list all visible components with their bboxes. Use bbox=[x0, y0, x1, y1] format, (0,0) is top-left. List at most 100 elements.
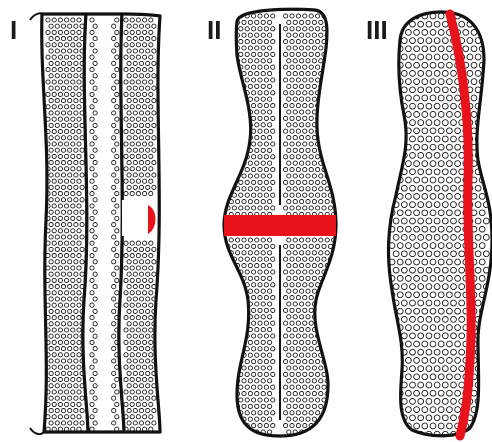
pore-dot bbox=[483, 333, 489, 339]
pore-dot bbox=[226, 27, 230, 31]
pore-dot bbox=[328, 65, 332, 69]
pore-dot bbox=[332, 136, 336, 140]
pore-dot bbox=[389, 62, 395, 68]
panel-label-ii: II bbox=[207, 15, 221, 45]
pore-dot bbox=[328, 155, 332, 159]
pore-dot bbox=[328, 27, 332, 31]
pore-dot bbox=[226, 129, 230, 133]
pore-dot bbox=[475, 431, 481, 437]
pore-dot bbox=[226, 411, 230, 415]
pore-dot bbox=[332, 276, 336, 280]
pore-dot bbox=[389, 112, 395, 118]
pore-dot bbox=[232, 104, 236, 108]
pore-dot bbox=[328, 334, 332, 338]
pore-dot bbox=[325, 276, 329, 280]
pore-dot bbox=[328, 411, 332, 415]
pore-dot bbox=[332, 289, 336, 293]
pore-dot bbox=[332, 161, 336, 165]
pore-dot bbox=[242, 136, 246, 140]
pore-dot bbox=[319, 110, 323, 114]
pore-dot bbox=[325, 136, 329, 140]
pore-dot bbox=[325, 289, 329, 293]
pore-dot bbox=[393, 169, 399, 175]
pore-dot bbox=[483, 415, 489, 421]
pore-dot bbox=[236, 276, 240, 280]
pore-dot bbox=[239, 321, 243, 325]
panel-label-i: I bbox=[10, 15, 17, 45]
pore-dot bbox=[232, 411, 236, 415]
pore-dot bbox=[236, 148, 240, 152]
pore-dot bbox=[332, 84, 336, 88]
pore-dot bbox=[479, 128, 485, 134]
pore-dot bbox=[236, 136, 240, 140]
pore-dot bbox=[328, 372, 332, 376]
pore-dot bbox=[236, 110, 240, 114]
pore-dot bbox=[236, 161, 240, 165]
pore-dot bbox=[393, 415, 399, 421]
pore-dot bbox=[229, 110, 233, 114]
pore-dot bbox=[328, 78, 332, 82]
pore-dot bbox=[229, 404, 233, 408]
pore-dot bbox=[332, 20, 336, 24]
pore-dot bbox=[483, 382, 489, 388]
pore-dot bbox=[226, 257, 230, 261]
pore-dot bbox=[397, 423, 403, 429]
pore-dot bbox=[236, 328, 240, 332]
pore-dot bbox=[393, 431, 399, 437]
pore-dot bbox=[229, 276, 233, 280]
pore-dot bbox=[332, 110, 336, 114]
pore-dot bbox=[479, 341, 485, 347]
panel-label-iii: III bbox=[366, 15, 388, 45]
pore-dot bbox=[319, 302, 323, 306]
pore-dot bbox=[232, 168, 236, 172]
pore-dot bbox=[232, 78, 236, 82]
pore-dot bbox=[389, 128, 395, 134]
pore-dot bbox=[229, 136, 233, 140]
pore-dot bbox=[236, 97, 240, 101]
pore-dot bbox=[332, 264, 336, 268]
pore-dot bbox=[328, 308, 332, 312]
pore-dot bbox=[483, 317, 489, 323]
pore-dot bbox=[332, 97, 336, 101]
pore-dot bbox=[236, 302, 240, 306]
pore-dot bbox=[325, 328, 329, 332]
pore-dot bbox=[397, 128, 403, 134]
pore-dot bbox=[393, 38, 399, 44]
pore-dot bbox=[239, 91, 243, 95]
pore-dot bbox=[393, 87, 399, 93]
pore-dot bbox=[232, 142, 236, 146]
pore-dot bbox=[229, 72, 233, 76]
pore-dot bbox=[322, 424, 326, 428]
pore-dot bbox=[229, 123, 233, 127]
pore-dot bbox=[319, 430, 323, 434]
pore-dot bbox=[232, 372, 236, 376]
pore-dot bbox=[483, 87, 489, 93]
pore-dot bbox=[236, 417, 240, 421]
pore-dot bbox=[479, 390, 485, 396]
pore-dot bbox=[229, 392, 233, 396]
pore-dot bbox=[325, 430, 329, 434]
pore-dot bbox=[332, 123, 336, 127]
pore-dot bbox=[319, 328, 323, 332]
pore-dot bbox=[332, 302, 336, 306]
pore-dot bbox=[226, 321, 230, 325]
pore-dot bbox=[389, 374, 395, 380]
pore-dot bbox=[479, 13, 485, 19]
pore-dot bbox=[483, 21, 489, 27]
pore-dot bbox=[239, 116, 243, 120]
pore-dot bbox=[328, 283, 332, 287]
pore-dot bbox=[483, 366, 489, 372]
pore-dot bbox=[232, 424, 236, 428]
pore-dot bbox=[332, 328, 336, 332]
pore-dot bbox=[239, 142, 243, 146]
pore-dot bbox=[232, 360, 236, 364]
pore-dot bbox=[328, 321, 332, 325]
pore-dot bbox=[483, 399, 489, 405]
pore-dot bbox=[483, 169, 489, 175]
pore-dot bbox=[406, 13, 412, 19]
pore-dot bbox=[229, 264, 233, 268]
pore-dot bbox=[393, 153, 399, 159]
pore-dot bbox=[328, 104, 332, 108]
pore-dot bbox=[319, 123, 323, 127]
